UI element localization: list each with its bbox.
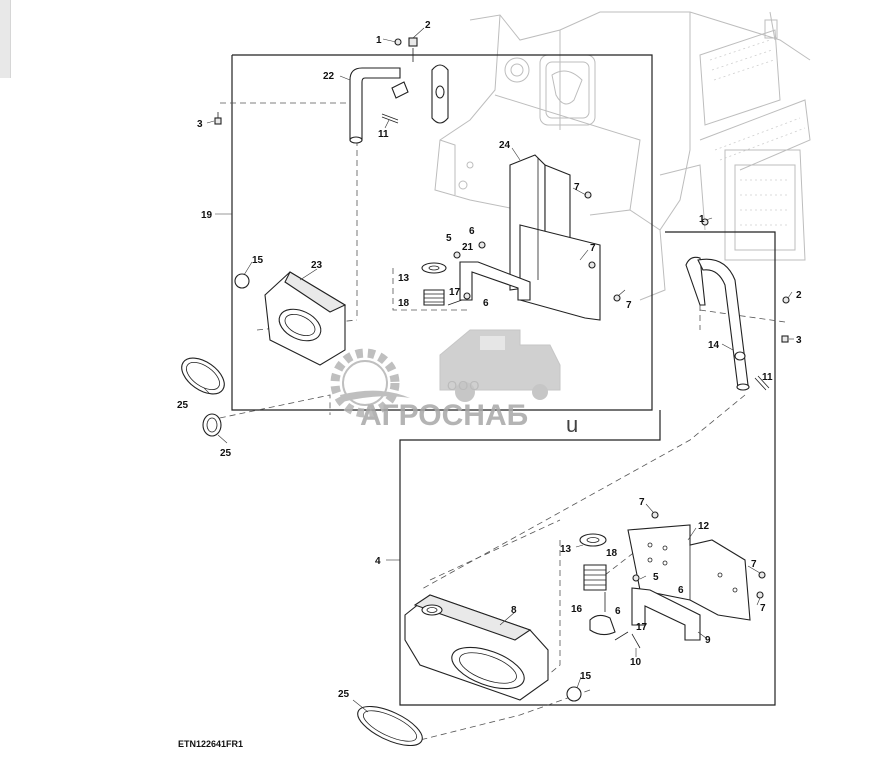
callout-12: 12 [698,521,710,532]
housing-part-23 [234,271,347,366]
callout-3: 3 [197,119,203,130]
callout-5: 5 [653,572,659,583]
callout-7: 7 [760,603,766,614]
viewer-sidebar-edge [0,0,11,78]
callout-7: 7 [751,559,757,570]
callout-4: 4 [375,556,381,567]
watermark-suffix: u [566,412,578,437]
callout-6: 6 [678,585,684,596]
callout-18: 18 [606,548,618,559]
callout-21: 21 [462,242,474,253]
callout-25: 25 [220,448,232,459]
callout-25: 25 [338,689,350,700]
callout-3: 3 [796,335,802,346]
gear-logo-icon [330,348,410,418]
leader-lines [203,27,794,713]
screw-part-3-upper [214,112,222,125]
bracket-upper [394,37,449,124]
callout-22: 22 [323,71,335,82]
callout-5: 5 [446,233,452,244]
callout-7: 7 [639,497,645,508]
plate-part-12 [627,511,766,621]
seal-part-25-left [181,357,225,437]
callout-2: 2 [796,290,802,301]
callout-6: 6 [469,226,475,237]
callout-2: 2 [425,20,431,31]
callout-8: 8 [511,605,517,616]
pin-part-11-upper [381,113,399,124]
callout-19: 19 [201,210,213,221]
combine-logo-icon [439,329,561,402]
callout-1: 1 [376,35,382,46]
callout-9: 9 [705,635,711,646]
callout-11: 11 [762,372,773,383]
figure-id: ETN122641FR1 [178,739,243,749]
callout-11: 11 [378,129,389,140]
cover-part-24 [509,154,621,321]
housing-part-8 [404,594,582,702]
group-4-frame [386,231,776,706]
group-19-frame [215,54,653,411]
callout-17: 17 [636,622,648,633]
seal-part-25-lower [357,705,423,747]
callout-1: 1 [699,214,705,225]
callout-10: 10 [630,657,642,668]
tube-part-14 [685,218,790,391]
bracket-upper-assembly [421,241,531,306]
watermark-prefix: ООО [447,378,480,393]
callout-6: 6 [483,298,489,309]
callout-labels: 1 2 3 22 11 24 7 7 7 19 5 21 6 6 13 18 1… [177,20,802,749]
callout-13: 13 [398,273,410,284]
machine-background [434,11,811,301]
bracket-part-9 [631,574,701,641]
callout-24: 24 [499,140,511,151]
callout-15: 15 [580,671,592,682]
callout-18: 18 [398,298,410,309]
callout-13: 13 [560,544,572,555]
spring-assembly-lower [579,533,641,649]
callout-6: 6 [615,606,621,617]
agrosnab-watermark: ООО АГРОСНАБ u [330,329,578,437]
callout-7: 7 [590,243,596,254]
watermark-brand: АГРОСНАБ [360,399,528,432]
callout-14: 14 [708,340,720,351]
callout-7: 7 [626,300,632,311]
callout-15: 15 [252,255,264,266]
callout-23: 23 [311,260,323,271]
callout-16: 16 [571,604,583,615]
tube-part-22 [349,67,409,144]
callout-7: 7 [574,182,580,193]
callout-17: 17 [449,287,461,298]
callout-25: 25 [177,400,189,411]
